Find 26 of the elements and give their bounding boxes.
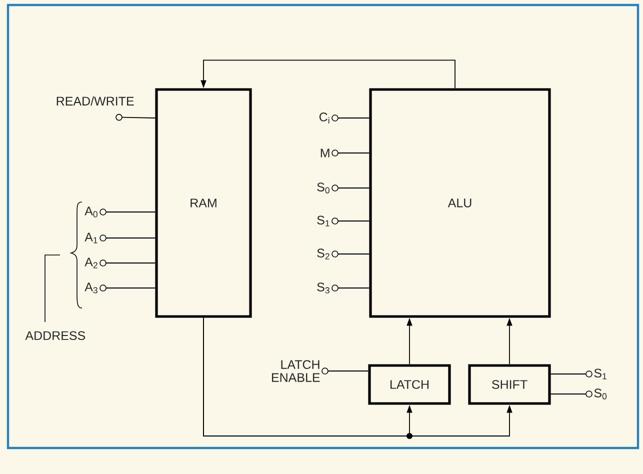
pin-label: S$_{0}$ [594, 388, 607, 400]
pin-label: A$_{2}$ [84, 258, 98, 268]
signal-label: READ/WRITE [56, 96, 134, 106]
pin-label: S$_{3}$ [317, 282, 330, 294]
pin-label: S$_{1}$ [317, 216, 330, 226]
signal-label: ADDRESS [25, 331, 86, 340]
pin-label: S$_{1}$ [594, 368, 606, 380]
connector-line [328, 370, 369, 372]
block-box: LATCH [368, 364, 451, 405]
connector-line [338, 152, 370, 154]
pin-label: C$_{i}$ [319, 112, 330, 124]
block-box: RAM [155, 88, 252, 318]
connector-line [338, 220, 370, 222]
block-box: ALU [369, 88, 551, 318]
pin-label: A$_{3}$ [84, 282, 98, 294]
pin-label: A$_{0}$ [84, 206, 98, 218]
arrow [200, 60, 456, 89]
pin-label: S$_{0}$ [317, 182, 330, 194]
connector-line [106, 262, 156, 264]
pin-label: A$_{1}$ [84, 232, 98, 244]
pin-label: M [320, 148, 330, 158]
connector-line [122, 116, 156, 118]
block-box: SHIFT [468, 364, 551, 405]
pin-label: S$_{2}$ [317, 248, 330, 260]
arrow [203, 317, 512, 436]
signal-label: LATCH ENABLE [272, 360, 320, 382]
